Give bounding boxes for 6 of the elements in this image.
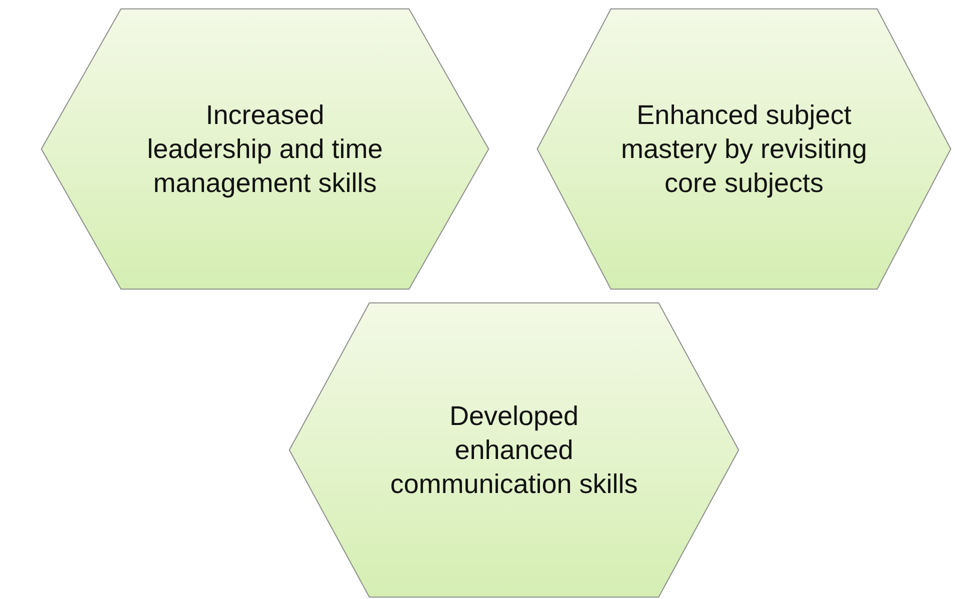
hexagon-shape (288, 302, 740, 598)
hexagon-shape (40, 8, 490, 290)
hexagon-label: Increased leadership and time management skills (146, 99, 384, 200)
hexagon-label: Enhanced subject mastery by revisiting core subjects (620, 99, 868, 200)
hexagon-label: Developed enhanced communication skills (389, 400, 639, 501)
hexagon-shape (536, 8, 952, 290)
